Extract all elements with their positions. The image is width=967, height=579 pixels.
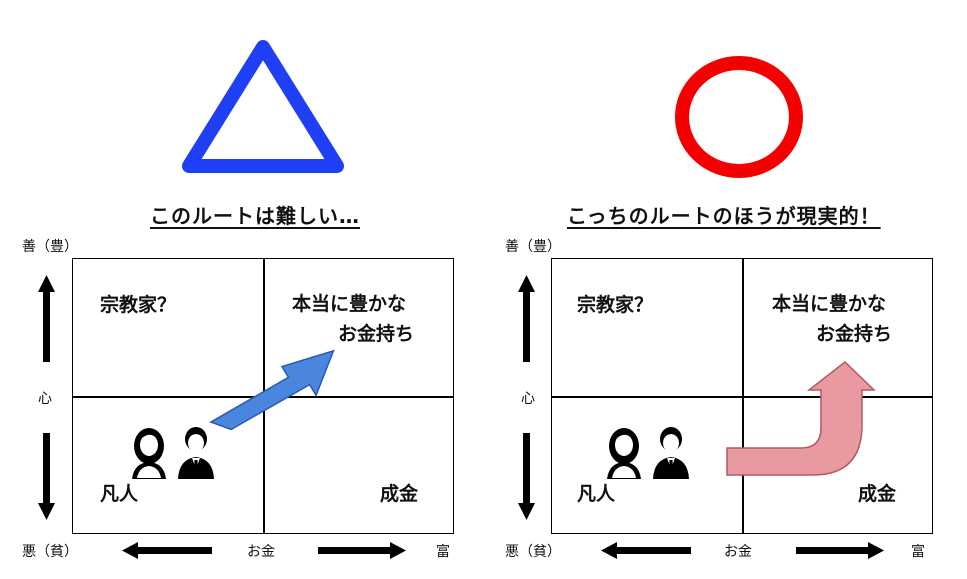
axis-center-x-label: お金	[247, 544, 275, 560]
axis-bottom-label: 悪（貧）	[22, 544, 78, 560]
quadrant-top-left: 宗教家？	[100, 294, 177, 316]
quadrant-bottom-right: 成金	[858, 483, 897, 505]
axis-top-label: 善（豊）	[22, 239, 78, 255]
triangle-icon	[182, 40, 344, 173]
quadrant-top-right-line2: お金持ち	[338, 323, 415, 345]
horizontal-axis-arrows	[122, 542, 406, 559]
quadrant-top-right-line2: お金持ち	[816, 323, 893, 345]
grid-horizontal-line	[552, 396, 932, 398]
quadrant-bottom-left: 凡人	[577, 483, 616, 505]
axis-center-x-label: お金	[724, 544, 752, 560]
axis-top-label: 善（豊）	[505, 239, 561, 255]
vertical-axis-arrows	[38, 275, 55, 520]
quadrant-grid	[551, 258, 933, 534]
quadrant-bottom-left: 凡人	[100, 483, 139, 505]
circle-icon	[675, 56, 803, 178]
man-icon	[653, 427, 689, 479]
curved-route-arrow	[726, 361, 876, 476]
right-panel: こっちのルートのほうが現実的！ 善（豊） 心 悪（貧） お金 富 宗教家？ 本当…	[483, 0, 966, 579]
axis-middle-label: 心	[38, 391, 52, 407]
axis-right-label: 富	[436, 544, 450, 560]
axis-middle-label: 心	[521, 391, 535, 407]
horizontal-axis-arrows	[601, 542, 884, 559]
axis-arrows	[38, 275, 406, 559]
right-title: こっちのルートのほうが現実的！	[567, 204, 881, 228]
people-icon	[607, 427, 689, 479]
quadrant-top-right-line1: 本当に豊かな	[292, 293, 407, 315]
left-panel: このルートは難しい… 善（豊） 心 悪（貧） お金 富 宗教家？ 本当に豊かな …	[0, 0, 483, 579]
quadrant-bottom-right: 成金	[380, 483, 419, 505]
left-title: このルートは難しい…	[150, 204, 360, 228]
axis-bottom-label: 悪（貧）	[505, 544, 561, 560]
vertical-axis-arrows	[518, 275, 535, 520]
woman-icon	[607, 428, 641, 479]
quadrant-top-left: 宗教家？	[577, 294, 654, 316]
axis-arrows	[518, 275, 884, 559]
woman-icon	[132, 428, 166, 479]
man-icon	[178, 427, 214, 479]
axis-right-label: 富	[911, 544, 925, 560]
people-icon	[132, 427, 214, 479]
diagonal-route-arrow	[209, 349, 335, 431]
quadrant-top-right-line1: 本当に豊かな	[772, 293, 887, 315]
